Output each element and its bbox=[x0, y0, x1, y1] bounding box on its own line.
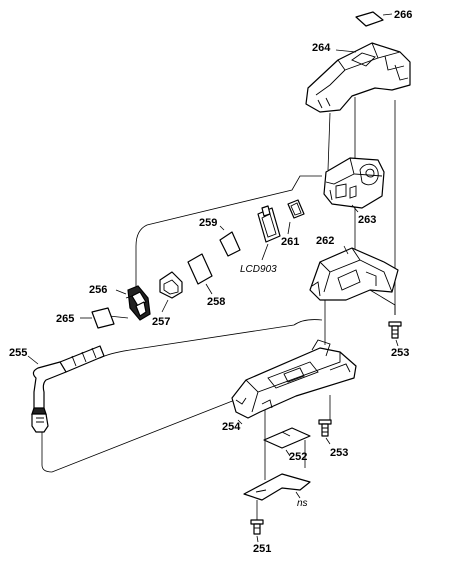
label-257: 257 bbox=[152, 316, 170, 328]
label-259: 259 bbox=[199, 217, 217, 229]
label-263: 263 bbox=[358, 214, 376, 226]
label-251: 251 bbox=[253, 543, 271, 555]
part-251-screw bbox=[250, 519, 264, 543]
part-254-frame bbox=[231, 339, 357, 425]
part-264-cover bbox=[305, 42, 411, 113]
part-253-screw-lower bbox=[318, 419, 332, 445]
label-lcd903: LCD903 bbox=[240, 264, 277, 275]
part-labels: 266 264 263 261 259 262 LCD903 256 258 2… bbox=[9, 9, 412, 555]
part-262-bracket bbox=[309, 245, 399, 301]
label-262: 262 bbox=[316, 235, 334, 247]
part-261-window bbox=[287, 199, 305, 235]
label-253-upper: 253 bbox=[391, 347, 409, 359]
part-ns-sheet bbox=[243, 473, 311, 501]
label-256: 256 bbox=[89, 284, 107, 296]
label-266: 266 bbox=[394, 9, 412, 21]
part-256-adjuster bbox=[115, 285, 151, 321]
label-265: 265 bbox=[56, 313, 74, 325]
label-258: 258 bbox=[207, 296, 225, 308]
label-261: 261 bbox=[281, 236, 299, 248]
part-259-film bbox=[219, 225, 241, 257]
label-252: 252 bbox=[289, 451, 307, 463]
part-258-film bbox=[187, 253, 213, 295]
label-254: 254 bbox=[222, 421, 241, 433]
part-252-sheet bbox=[263, 427, 311, 457]
part-253-screw-upper bbox=[388, 321, 402, 347]
part-lcd903 bbox=[257, 205, 281, 261]
label-ns: ns bbox=[297, 498, 308, 509]
assembly-lines bbox=[41, 97, 396, 520]
label-264: 264 bbox=[312, 42, 331, 54]
label-253-lower: 253 bbox=[330, 447, 348, 459]
part-263-viewfinder bbox=[323, 157, 385, 213]
part-266 bbox=[355, 11, 393, 27]
part-265-plate bbox=[80, 307, 115, 329]
part-255-cable bbox=[27, 345, 105, 433]
part-257-bracket bbox=[159, 271, 183, 313]
label-255: 255 bbox=[9, 347, 27, 359]
